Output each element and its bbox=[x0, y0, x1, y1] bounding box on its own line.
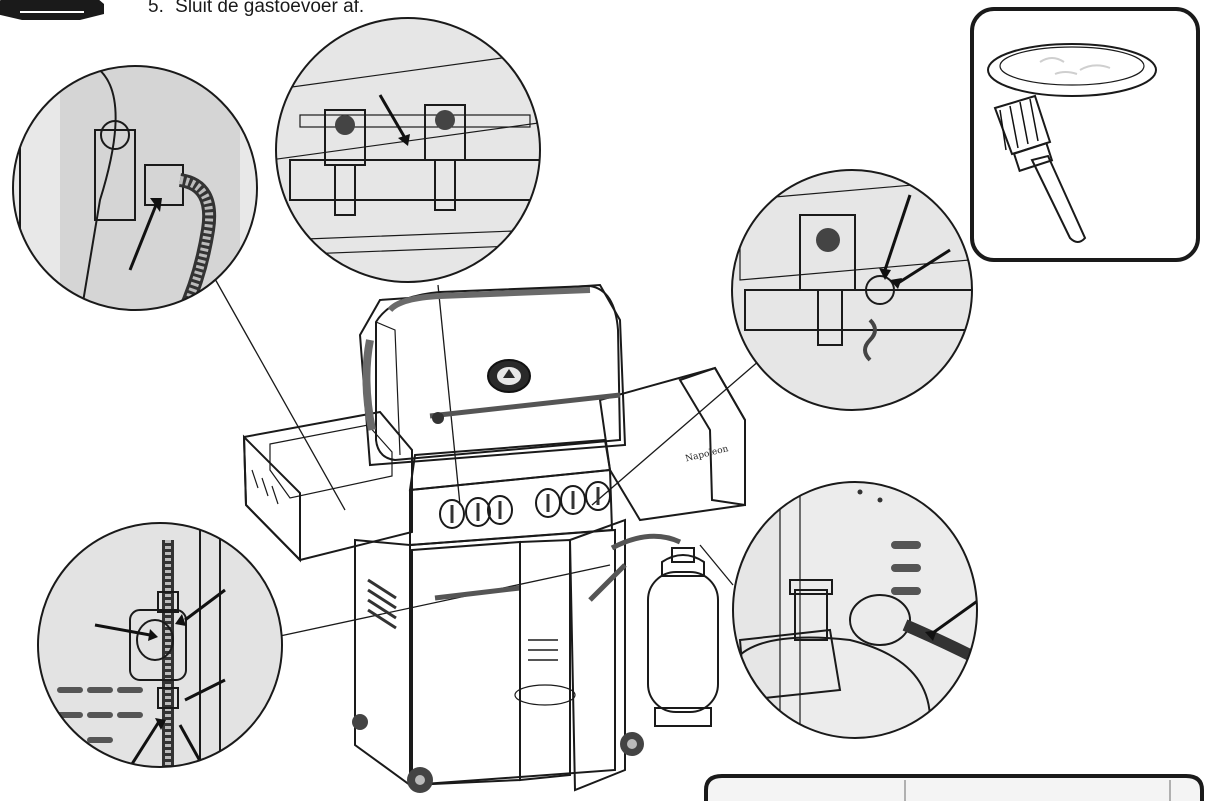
callout-lines bbox=[209, 269, 761, 637]
step-instruction: 5. Sluit de gastoevoer af. bbox=[148, 0, 364, 18]
step-number: 5. bbox=[148, 0, 164, 17]
detail-burner-valves bbox=[275, 17, 541, 283]
gas-grill: Napoleon bbox=[242, 283, 746, 793]
gas-hose bbox=[610, 533, 682, 551]
soap-bowl-icon bbox=[987, 43, 1157, 97]
propane-tank bbox=[647, 547, 719, 727]
brand-plate: Napoleon bbox=[684, 444, 729, 464]
warning-octagon-icon bbox=[0, 0, 104, 20]
cart-wheels bbox=[352, 714, 644, 793]
detail-gas-inlet-hose bbox=[12, 65, 258, 311]
control-knobs bbox=[439, 481, 611, 529]
lid-badge bbox=[487, 359, 531, 393]
brush-icon bbox=[993, 94, 1087, 243]
bottom-panel bbox=[704, 774, 1204, 801]
detail-regulator-fittings bbox=[37, 522, 283, 768]
step-label: Sluit de gastoevoer af. bbox=[175, 0, 365, 17]
leak-test-inset bbox=[970, 7, 1200, 262]
detail-side-burner-valve bbox=[731, 169, 973, 411]
detail-tank-regulator bbox=[732, 481, 978, 739]
